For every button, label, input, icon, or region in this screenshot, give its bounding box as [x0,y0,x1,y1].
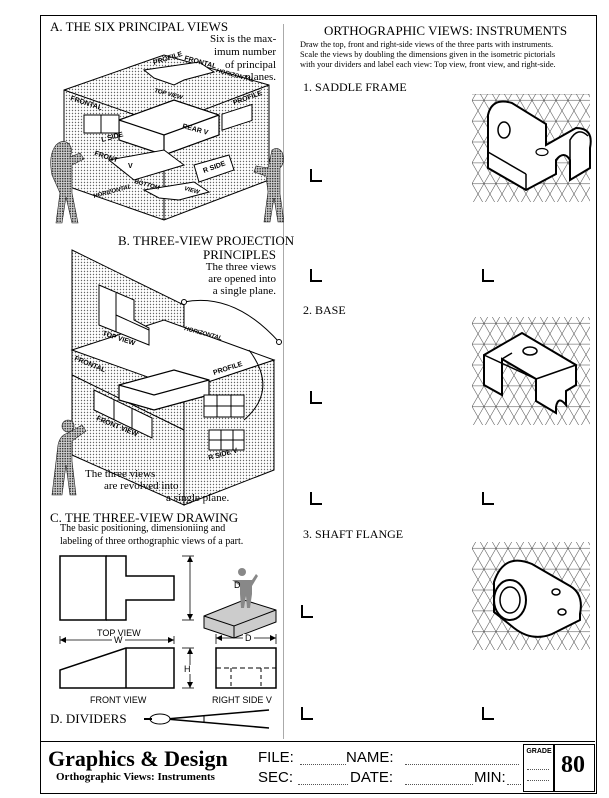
section-a-caption-1: Six is the max- [210,33,277,45]
assignment-title: ORTHOGRAPHIC VIEWS: INSTRUMENTS [324,23,568,38]
course-subtitle: Orthographic Views: Instruments [56,771,215,783]
instruction-line-2: Scale the views by doubling the dimensio… [300,50,556,59]
section-b-title-2: PRINCIPLES [203,247,276,262]
course-title: Graphics & Design [48,746,228,771]
grade-field-line [527,769,549,770]
problem-1-label: 1. SADDLE FRAME [303,80,407,94]
date-label: DATE: [350,769,394,786]
label-front-v: V [128,163,133,170]
top-view-label: TOP VIEW [97,628,141,638]
name-field[interactable] [405,764,519,765]
view-corner-mark [310,269,322,282]
min-label: MIN: [474,769,506,786]
section-b-bottom-caption-2: are revolved into [104,480,179,492]
section-b-caption-2: are opened into [208,273,276,285]
view-corner-mark [482,269,494,282]
grade-label: GRADE [526,748,552,755]
view-corner-mark [301,707,313,720]
section-c-caption-2: labeling of three orthographic views of … [60,536,244,547]
section-b-bottom-caption-1: The three views [85,468,156,480]
column-divider [283,24,284,739]
view-corner-mark [310,492,322,505]
grade-field-line [527,780,549,781]
dim-h: H [184,664,191,674]
base-isometric [472,317,590,425]
right-side-view-label: RIGHT SIDE V [212,695,272,705]
problem-2-label: 2. BASE [303,303,346,317]
dividers-icon [144,709,270,729]
view-corner-mark [301,605,313,618]
sheet-border [40,15,597,794]
section-a-caption-3: of principal [224,59,276,71]
view-corner-mark [310,391,322,404]
name-label: NAME: [346,749,394,766]
section-a-caption-4: planes. [245,71,276,83]
section-d-title: D. DIVIDERS [50,711,127,726]
file-label: FILE: [258,749,294,766]
dim-w: W [112,635,125,645]
section-b-caption-3: a single plane. [212,285,276,297]
front-view-label: FRONT VIEW [90,695,147,705]
section-a-title: A. THE SIX PRINCIPAL VIEWS [50,19,229,34]
section-a-caption-2: imum number [213,46,276,58]
view-corner-mark [482,492,494,505]
title-block [40,741,595,793]
section-c-title: C. THE THREE-VIEW DRAWING [50,510,239,525]
six-views-illustration: PROFILE FRONTAL HORIZONTAL FRONTAL PROFI… [50,51,284,224]
problem-3-label: 3. SHAFT FLANGE [303,527,404,541]
sec-label: SEC: [258,769,294,786]
section-b-caption-1: The three views [205,261,276,273]
grade-box[interactable] [523,744,555,792]
instruction-line-3: with your dividers and label each view: … [300,60,556,69]
instruction-line-1: Draw the top, front and right-side views… [300,40,554,49]
saddle-frame-isometric [472,94,592,202]
label-view-bottom: VIEW [183,186,201,196]
view-corner-mark [482,707,494,720]
date-field[interactable] [405,784,473,785]
sheet-number-box [553,744,595,792]
three-view-drawing [59,555,277,689]
section-b-bottom-caption-3: a single plane. [166,492,230,504]
sec-field[interactable] [298,784,348,785]
dim-d-top: D [234,580,241,590]
sheet-number: 80 [561,752,585,778]
projection-principles-illustration: TOP VIEW HORIZONTAL FRONTAL PROFILE FRON… [51,249,282,506]
section-c-caption-1: The basic positioning, dimensioniing and [60,523,226,534]
view-corner-mark [310,169,322,182]
file-field[interactable] [300,764,346,765]
dim-d-side: D [243,633,254,643]
min-field[interactable] [507,784,521,785]
section-b-title-1: B. THREE-VIEW PROJECTION [118,233,295,248]
shaft-flange-isometric [472,542,590,650]
